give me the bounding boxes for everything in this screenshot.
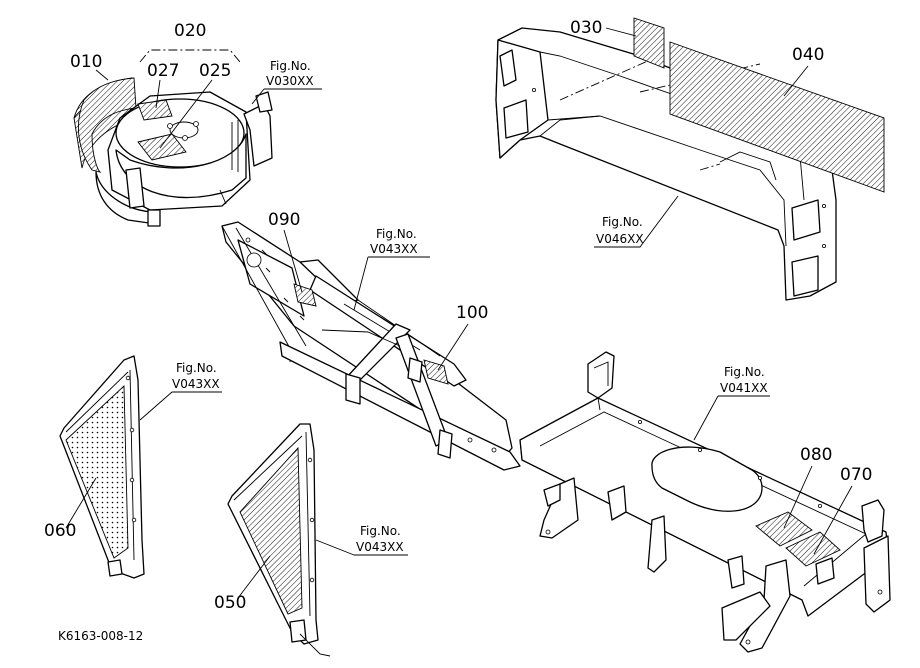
frame-assembly [221,221,521,471]
fig-caption-left-lower: Fig.No. [176,361,217,375]
label-100: 100 [456,303,488,323]
decal-050 [239,446,303,615]
label-060: 060 [44,521,76,541]
fig-ref-left-lower: V043XX [172,377,220,391]
label-050: 050 [214,593,246,613]
fig-caption-center-lower: Fig.No. [360,524,401,538]
fig-ref-center-lower: V043XX [356,540,404,554]
decal-100 [423,359,449,385]
label-070: 070 [840,465,872,485]
decal-060-mesh [65,384,129,559]
seat-housing-assembly [73,77,273,227]
label-027: 027 [147,61,179,81]
side-panel-center [227,423,331,657]
decal-010-band [78,77,137,173]
label-010: 010 [70,52,102,72]
side-panel-left [59,355,145,579]
decal-030 [633,17,665,69]
decal-025 [137,133,187,161]
decal-040 [669,41,885,193]
fig-caption-top-left: Fig.No. [270,59,311,73]
fig-ref-top-left: V030XX [266,74,314,88]
fig-ref-top-right: V046XX [596,232,644,246]
fig-ref-center: V043XX [370,242,418,256]
cover-panel-assembly [495,17,885,301]
label-080: 080 [800,445,832,465]
floor-frame-assembly [519,351,891,653]
decal-090 [293,283,317,307]
drawing-code: K6163-008-12 [58,629,143,643]
decal-070 [785,531,841,567]
label-025: 025 [199,61,231,81]
fig-caption-top-right: Fig.No. [602,215,643,229]
label-020: 020 [174,21,206,41]
fig-caption-center: Fig.No. [376,227,417,241]
fig-ref-right: V041XX [720,381,768,395]
fig-caption-right: Fig.No. [724,365,765,379]
decal-080 [755,511,813,547]
decal-027 [137,99,173,121]
label-090: 090 [268,210,300,230]
label-040: 040 [792,45,824,65]
label-030: 030 [570,18,602,38]
